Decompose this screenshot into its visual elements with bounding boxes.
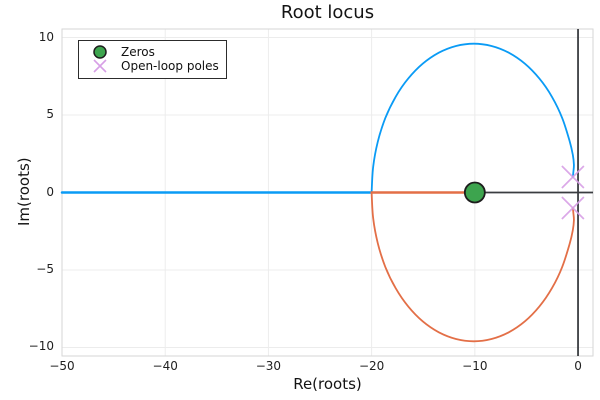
x-tick-label: −50 (49, 359, 75, 373)
x-tick-label: −30 (255, 359, 282, 373)
y-tick-label: 0 (46, 184, 54, 199)
y-tick-label: 10 (38, 29, 54, 44)
legend-label-poles: Open-loop poles (121, 59, 219, 73)
pole-marker (561, 196, 585, 220)
zero-circle-icon (93, 45, 107, 59)
x-tick-label: −20 (358, 359, 385, 373)
y-tick-label: 5 (46, 107, 54, 121)
x-axis-label: Re(roots) (293, 375, 362, 393)
x-tick-label: 0 (574, 359, 582, 373)
y-tick-label: −5 (36, 261, 54, 276)
legend-entry-poles: Open-loop poles (79, 59, 226, 73)
x-tick-label: −10 (462, 359, 488, 373)
legend: Zeros Open-loop poles (78, 40, 227, 79)
pole-marker (561, 165, 585, 189)
zero-marker (463, 181, 486, 204)
legend-label-zeros: Zeros (121, 45, 155, 59)
locus-branch-2-circle (370, 191, 575, 343)
x-tick-label: −40 (152, 359, 178, 373)
y-tick-label: −10 (28, 339, 54, 354)
chart-title: Root locus (280, 2, 375, 23)
locus-branch-1-circle (370, 42, 575, 194)
legend-entry-zeros: Zeros (79, 45, 226, 59)
pole-x-icon (93, 59, 107, 73)
